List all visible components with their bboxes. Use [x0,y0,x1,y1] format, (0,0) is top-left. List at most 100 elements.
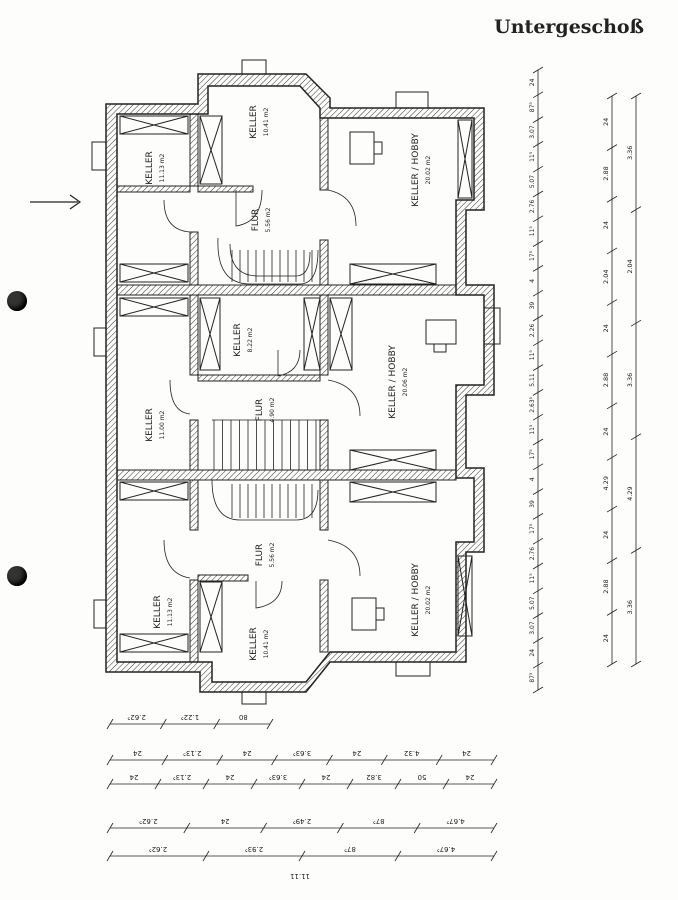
room-label-keller-tl: KELLER 11.13 m2 [145,151,166,185]
dim-tick [183,822,191,834]
room-area: 10.41 m2 [263,629,270,658]
dim-tick [106,778,114,790]
dim-tick [435,754,443,766]
dim-tick [154,778,162,790]
dim-tick [630,92,642,100]
dim-tick [532,116,544,123]
room-name: KELLER [145,151,155,185]
dim-label: 24 [602,221,610,229]
dim-tick [532,513,544,520]
dim-tick [532,661,544,669]
dim-label: 3.07 [529,621,536,635]
dim-tick [490,822,498,834]
outer-walls [105,73,495,693]
dim-tick [250,778,258,790]
dim-label: 3.82 [366,773,382,781]
punch-hole-icon [7,566,27,586]
dim-label: 11⁵ [529,573,536,584]
dim-label: 87⁵ [529,102,536,113]
dim-label: 24 [352,749,361,757]
dim-label: 50 [418,773,427,781]
dim-tick [606,144,618,151]
dim-label: 4.29 [626,486,634,500]
dim-label: 5.11 [529,373,536,387]
dim-tick [326,754,333,766]
dim-tick [532,339,544,347]
dim-label: 2.62⁵ [139,817,158,825]
dim-tick [532,537,544,545]
dim-label: 11⁵ [529,226,536,237]
dim-label: 24 [602,427,610,435]
room-name: FLUR [255,544,265,567]
dim-tick [532,91,544,99]
dim-tick [606,557,618,565]
dim-label: 4.32 [404,749,420,757]
dim-tick [532,612,544,619]
dim-tick [394,778,402,790]
room-label-keller-bottom: KELLER 10.41 m2 [249,627,270,661]
dim-label: 24 [462,749,471,757]
arrow-icon [30,194,82,210]
dim-label: 87⁵ [373,817,385,825]
room-area: 4.90 m2 [269,397,276,422]
room-name: FLUR [255,399,265,422]
dim-tick [532,289,544,297]
room-area: 11.00 m2 [159,410,166,439]
dim-tick [161,754,169,766]
dim-tick [606,505,618,513]
dim-label: 17⁵ [529,523,536,534]
dim-tick [532,240,544,247]
dim-label: 2.04 [602,269,610,283]
dim-label: 24 [129,773,138,781]
dim-label: 11⁵ [529,424,536,435]
dim-tick [106,850,114,862]
dim-label: 3.36 [626,373,634,387]
dim-tick [606,247,618,255]
room-area: 5.56 m2 [269,542,276,567]
dim-label: 2.13⁵ [173,773,192,781]
dim-tick [532,562,544,570]
dim-tick [532,488,544,495]
dim-tick [490,754,498,766]
dim-tick [606,299,618,306]
dim-tick [298,778,306,790]
dim-tick [298,850,306,862]
dim-tick [106,718,114,730]
dim-tick [606,92,618,100]
dim-tick [532,314,544,322]
room-area: 20.02 m2 [425,155,432,184]
dim-tick [337,822,344,834]
dim-label: 4 [529,477,536,481]
dim-label: 4.29 [602,476,610,490]
dim-label: 1.22⁵ [181,713,200,721]
dim-tick [606,660,618,668]
dim-label: 87⁵ [529,672,536,683]
room-label-flur-2: FLUR 4.90 m2 [255,397,276,422]
dim-tick [202,850,210,862]
dim-label: 39 [529,500,536,508]
dim-tick [532,389,544,396]
dim-label: 2.76 [529,547,536,561]
dim-label: 2.76 [529,200,536,214]
stair-treads [213,250,317,518]
room-area: 5.56 m2 [265,207,272,232]
dim-label: 17⁵ [529,449,536,460]
dim-label: 87⁵ [344,845,356,853]
room-name: KELLER [249,627,259,661]
dim-label: 3.63⁵ [269,773,288,781]
dim-tick [394,850,402,862]
dim-tick [106,754,114,766]
dim-tick [532,438,544,446]
furniture [349,131,457,631]
room-area: 11.13 m2 [159,153,166,182]
dim-tick [532,190,544,198]
dim-label: 2.93⁵ [245,845,264,853]
dim-tick [532,141,544,148]
dim-tick [606,350,618,358]
dim-tick [532,463,544,471]
room-area: 20.06 m2 [402,367,409,396]
